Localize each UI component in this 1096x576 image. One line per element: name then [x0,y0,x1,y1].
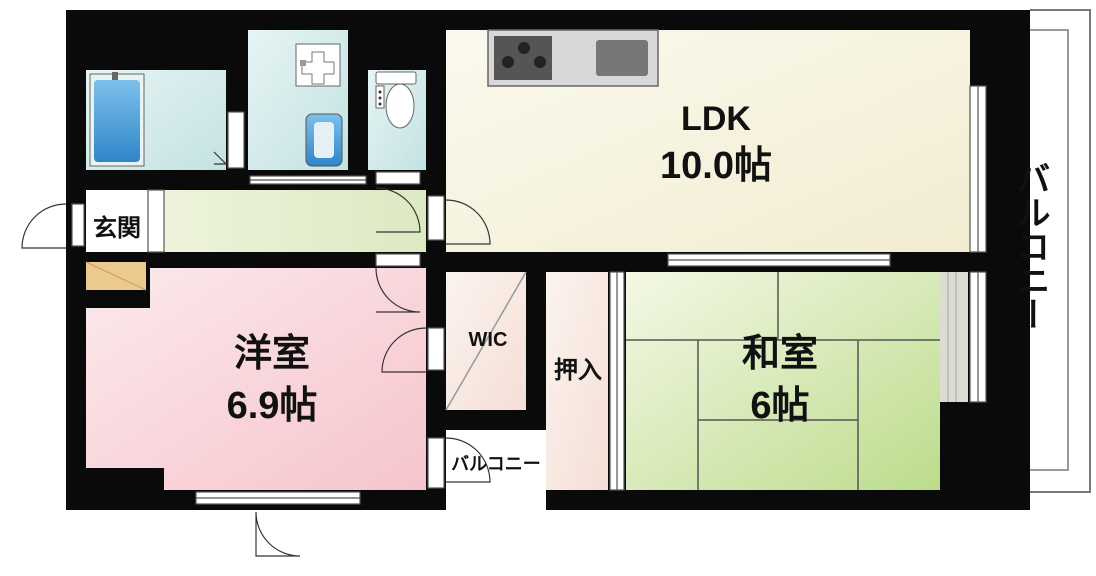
tokonoma [940,272,968,402]
ldk-name: LDK [681,100,751,138]
japanese-room-floor [626,272,940,490]
western-room-notch-bottom [86,468,164,490]
balcony-main-frame [1030,9,1091,493]
entrance-floor [86,190,148,252]
tatami-lines [626,272,940,490]
kitchen-counter [487,29,659,87]
toilet [375,71,417,129]
entrance-label: 玄関 [93,214,141,242]
door-swings [21,151,491,557]
wash-basin [295,43,341,87]
ldk-size: 10.0帖 [660,145,772,187]
windows [71,85,987,505]
wic-label: WIC [469,329,508,351]
bathtub [89,72,145,167]
japanese-room-name: 和室 [742,332,818,375]
closet-floor [546,272,608,490]
corridor-floor [150,190,426,252]
western-room-size: 6.9帖 [227,385,318,427]
western-room-name: 洋室 [234,332,310,375]
small-balcony-label: バルコニー [451,454,541,474]
small-balcony-floor [446,430,546,510]
japanese-room-size: 6帖 [750,385,809,427]
main-balcony-label: バルコニー [1011,161,1049,331]
closet-label: 押入 [554,357,602,384]
washing-machine [305,113,343,167]
